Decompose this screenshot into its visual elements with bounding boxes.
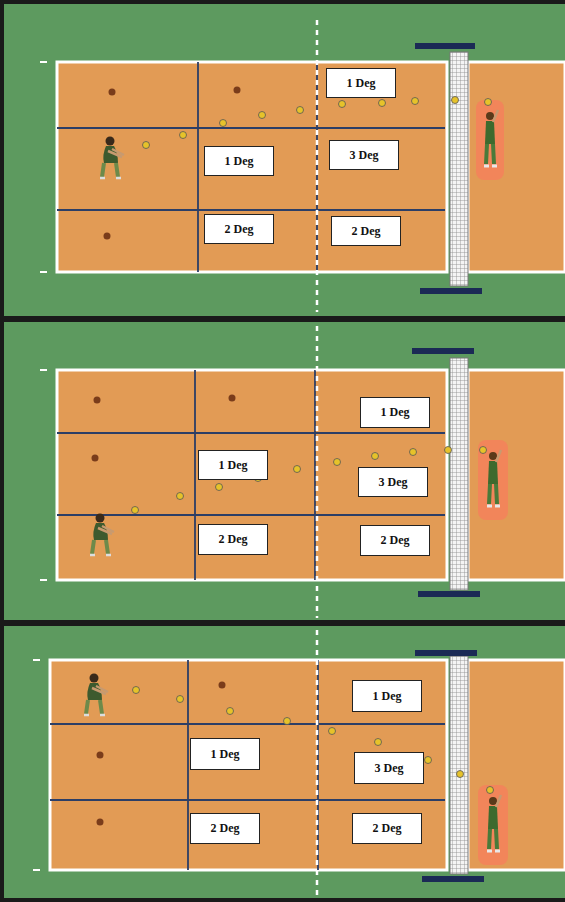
zone-label: 1 Deg: [219, 458, 248, 472]
zone-box: 3 Deg: [354, 752, 424, 784]
zone-label: 1 Deg: [225, 154, 254, 168]
zone-label: 2 Deg: [373, 821, 402, 835]
zone-box: 1 Deg: [198, 450, 268, 480]
zone-box: 1 Deg: [326, 68, 396, 98]
zone-label: 2 Deg: [352, 224, 381, 238]
zone-label: 1 Deg: [347, 76, 376, 90]
zone-label: 2 Deg: [225, 222, 254, 236]
zone-box: 1 Deg: [360, 397, 430, 428]
zone-box: 3 Deg: [358, 467, 428, 497]
zone-box: 1 Deg: [190, 738, 260, 770]
zone-label: 2 Deg: [381, 533, 410, 547]
zone-label: 2 Deg: [219, 532, 248, 546]
zone-box: 2 Deg: [352, 813, 422, 844]
zone-label: 3 Deg: [379, 475, 408, 489]
zone-box: 1 Deg: [204, 146, 274, 176]
zone-box: 2 Deg: [331, 216, 401, 246]
zone-box: 3 Deg: [329, 140, 399, 170]
zone-box: 2 Deg: [204, 214, 274, 244]
zone-box: 2 Deg: [190, 813, 260, 844]
zone-box: 2 Deg: [198, 524, 268, 555]
zone-label: 3 Deg: [350, 148, 379, 162]
zone-box: 2 Deg: [360, 525, 430, 556]
zone-label: 1 Deg: [381, 405, 410, 419]
zone-label: 1 Deg: [211, 747, 240, 761]
zone-label: 2 Deg: [211, 821, 240, 835]
zone-label: 3 Deg: [375, 761, 404, 775]
zone-box: 1 Deg: [352, 680, 422, 712]
zone-label: 1 Deg: [373, 689, 402, 703]
